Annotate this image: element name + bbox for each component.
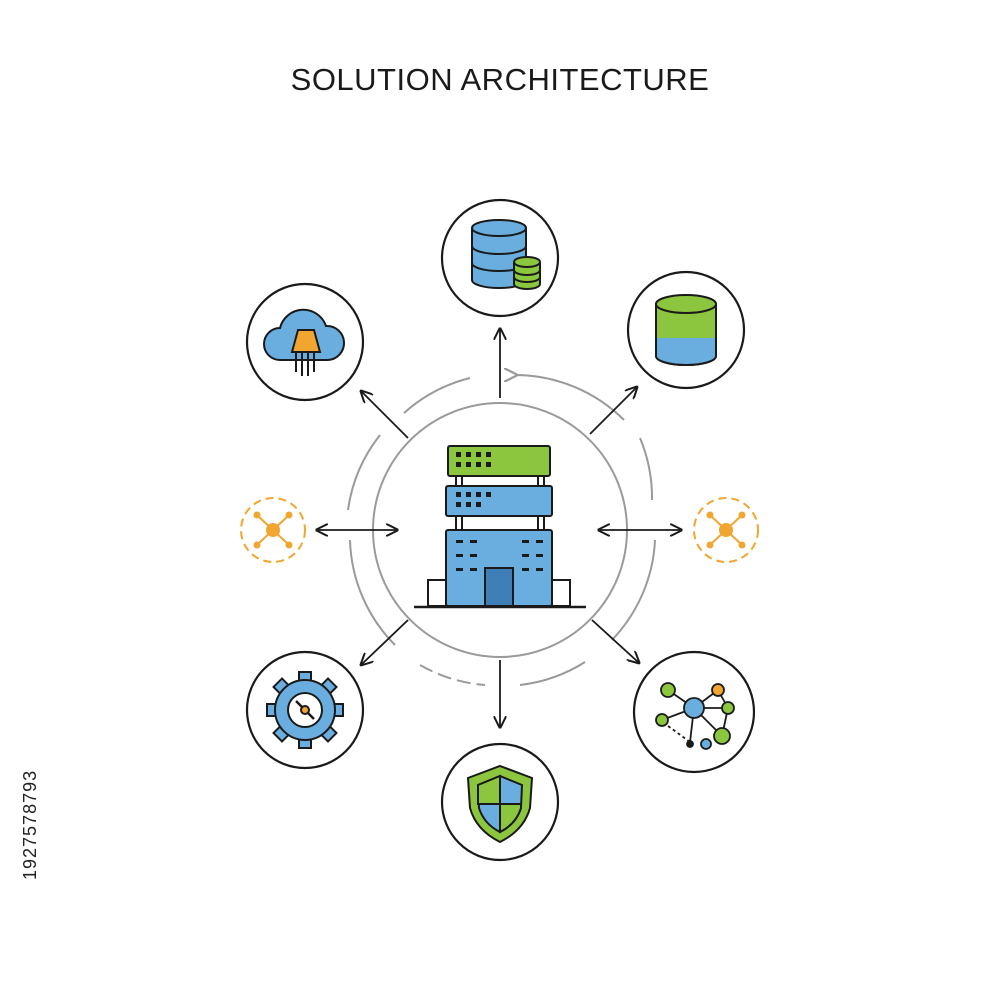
node-network[interactable]: [632, 650, 756, 774]
database-icon: [655, 294, 717, 366]
node-database-top[interactable]: [440, 198, 560, 318]
server-building-icon: [414, 445, 586, 609]
arrow-bottom-left: [362, 619, 409, 664]
cloud-icon: [263, 308, 345, 376]
connector-arrows: [318, 330, 680, 726]
node-cloud[interactable]: [245, 282, 365, 402]
node-database-right[interactable]: [626, 270, 746, 390]
gear-icon: [266, 671, 344, 749]
node-connector-right[interactable]: [693, 497, 759, 563]
network-hub-icon: [253, 511, 293, 549]
arrow-top-left: [362, 392, 409, 439]
shield-icon: [466, 764, 534, 844]
network-graph-icon: [655, 682, 735, 750]
node-connector-left[interactable]: [240, 497, 306, 563]
arrow-bottom-right: [591, 619, 638, 662]
database-stack-icon: [471, 219, 541, 290]
node-settings[interactable]: [245, 650, 365, 770]
node-security[interactable]: [440, 742, 560, 862]
arrow-top-right: [589, 388, 636, 435]
page-title: SOLUTION ARCHITECTURE: [290, 62, 710, 97]
network-hub-icon: [706, 511, 746, 549]
